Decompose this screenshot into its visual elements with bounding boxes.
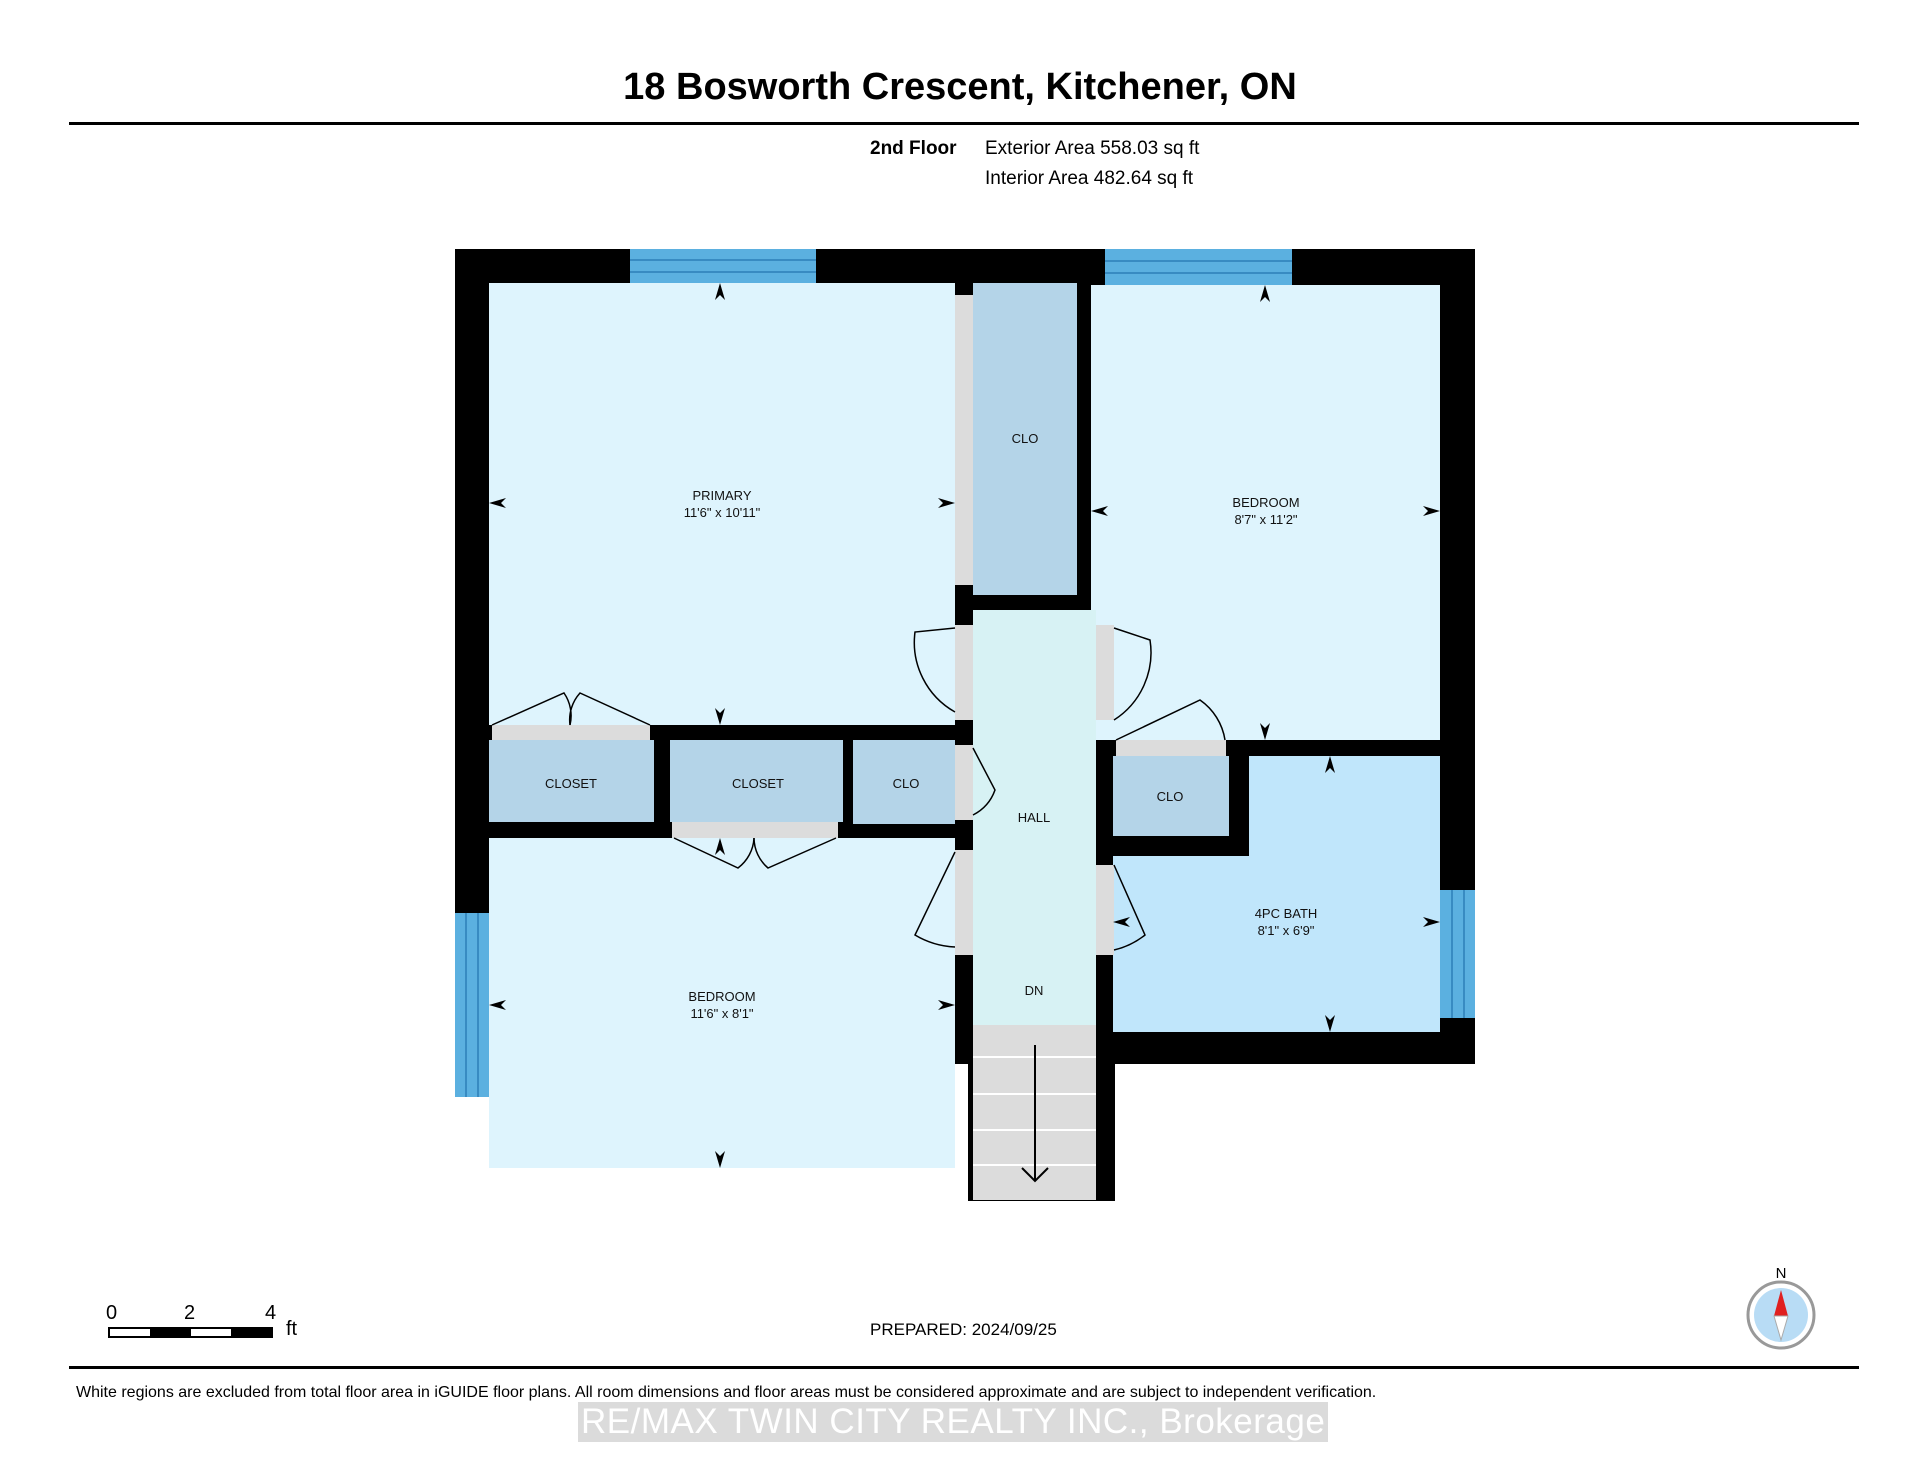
room-closet-1 — [489, 740, 654, 822]
door-opening-closet-2 — [672, 822, 838, 838]
room-primary — [489, 283, 955, 725]
label-closet-1: CLOSET — [545, 776, 597, 791]
room-bedroom-sw — [489, 838, 955, 1168]
top-rule — [69, 122, 1859, 125]
scale-bar — [108, 1327, 273, 1338]
interior-area: Interior Area 482.64 sq ft — [985, 168, 1194, 189]
brokerage-watermark: RE/MAX TWIN CITY REALTY INC., Brokerage — [578, 1402, 1329, 1442]
label-clo-mid: CLO — [893, 776, 920, 791]
prepared-date: PREPARED: 2024/09/25 — [870, 1320, 1057, 1339]
scale-label-2: 2 — [184, 1302, 196, 1324]
exterior-area: Exterior Area 558.03 sq ft — [985, 138, 1200, 159]
scale-label-4: 4 — [265, 1302, 277, 1324]
dims-bedroom-sw: 11'6" x 8'1" — [690, 1006, 753, 1021]
exterior-notch — [1115, 1064, 1480, 1204]
door-opening-clo-right — [1116, 740, 1226, 756]
room-clo-mid — [853, 740, 955, 824]
door-opening-primary — [955, 625, 973, 720]
label-bedroom-sw: BEDROOM — [688, 989, 755, 1004]
label-bath: 4PC BATH — [1255, 906, 1318, 921]
door-opening-bedroom-sw — [955, 850, 973, 955]
label-closet-2: CLOSET — [732, 776, 784, 791]
scale-unit: ft — [286, 1318, 298, 1340]
scale-label-0: 0 — [106, 1302, 118, 1324]
floor-label: 2nd Floor — [870, 138, 957, 159]
compass-icon: N — [1746, 1265, 1816, 1350]
dims-bath: 8'1" x 6'9" — [1258, 923, 1315, 938]
wall-clo-right — [1229, 740, 1249, 850]
label-clo-right: CLO — [1157, 789, 1184, 804]
room-closet-2 — [670, 740, 843, 822]
door-opening-clo-mid — [955, 745, 973, 820]
disclaimer: White regions are excluded from total fl… — [76, 1384, 1377, 1401]
label-clo-top: CLO — [1012, 431, 1039, 446]
room-bedroom-ne — [1091, 285, 1440, 740]
dimension-arrows — [489, 283, 1440, 1168]
sliding-door-clo-top — [955, 295, 973, 585]
label-bedroom-ne: BEDROOM — [1232, 495, 1299, 510]
bottom-rule — [69, 1366, 1859, 1369]
dims-bedroom-ne: 8'7" x 11'2" — [1234, 512, 1297, 527]
door-opening-closet-1 — [492, 725, 650, 740]
dims-primary: 11'6" x 10'11" — [684, 505, 761, 520]
compass-n-label: N — [1776, 1265, 1787, 1282]
room-clo-top — [973, 283, 1077, 595]
room-clo-right-overlay — [1113, 756, 1229, 836]
label-hall: HALL — [1018, 810, 1051, 825]
door-opening-bedroom — [1096, 625, 1114, 720]
door-opening-bath — [1096, 865, 1114, 955]
stairs — [973, 1025, 1096, 1200]
page-title: 18 Bosworth Crescent, Kitchener, ON — [623, 66, 1297, 108]
label-primary: PRIMARY — [693, 488, 752, 503]
door-swings — [491, 627, 1226, 951]
wall-clo-right-bottom — [1113, 836, 1249, 856]
label-stairs-dn: DN — [1025, 983, 1044, 998]
windows — [455, 249, 1475, 1097]
room-hall — [973, 610, 1096, 1025]
